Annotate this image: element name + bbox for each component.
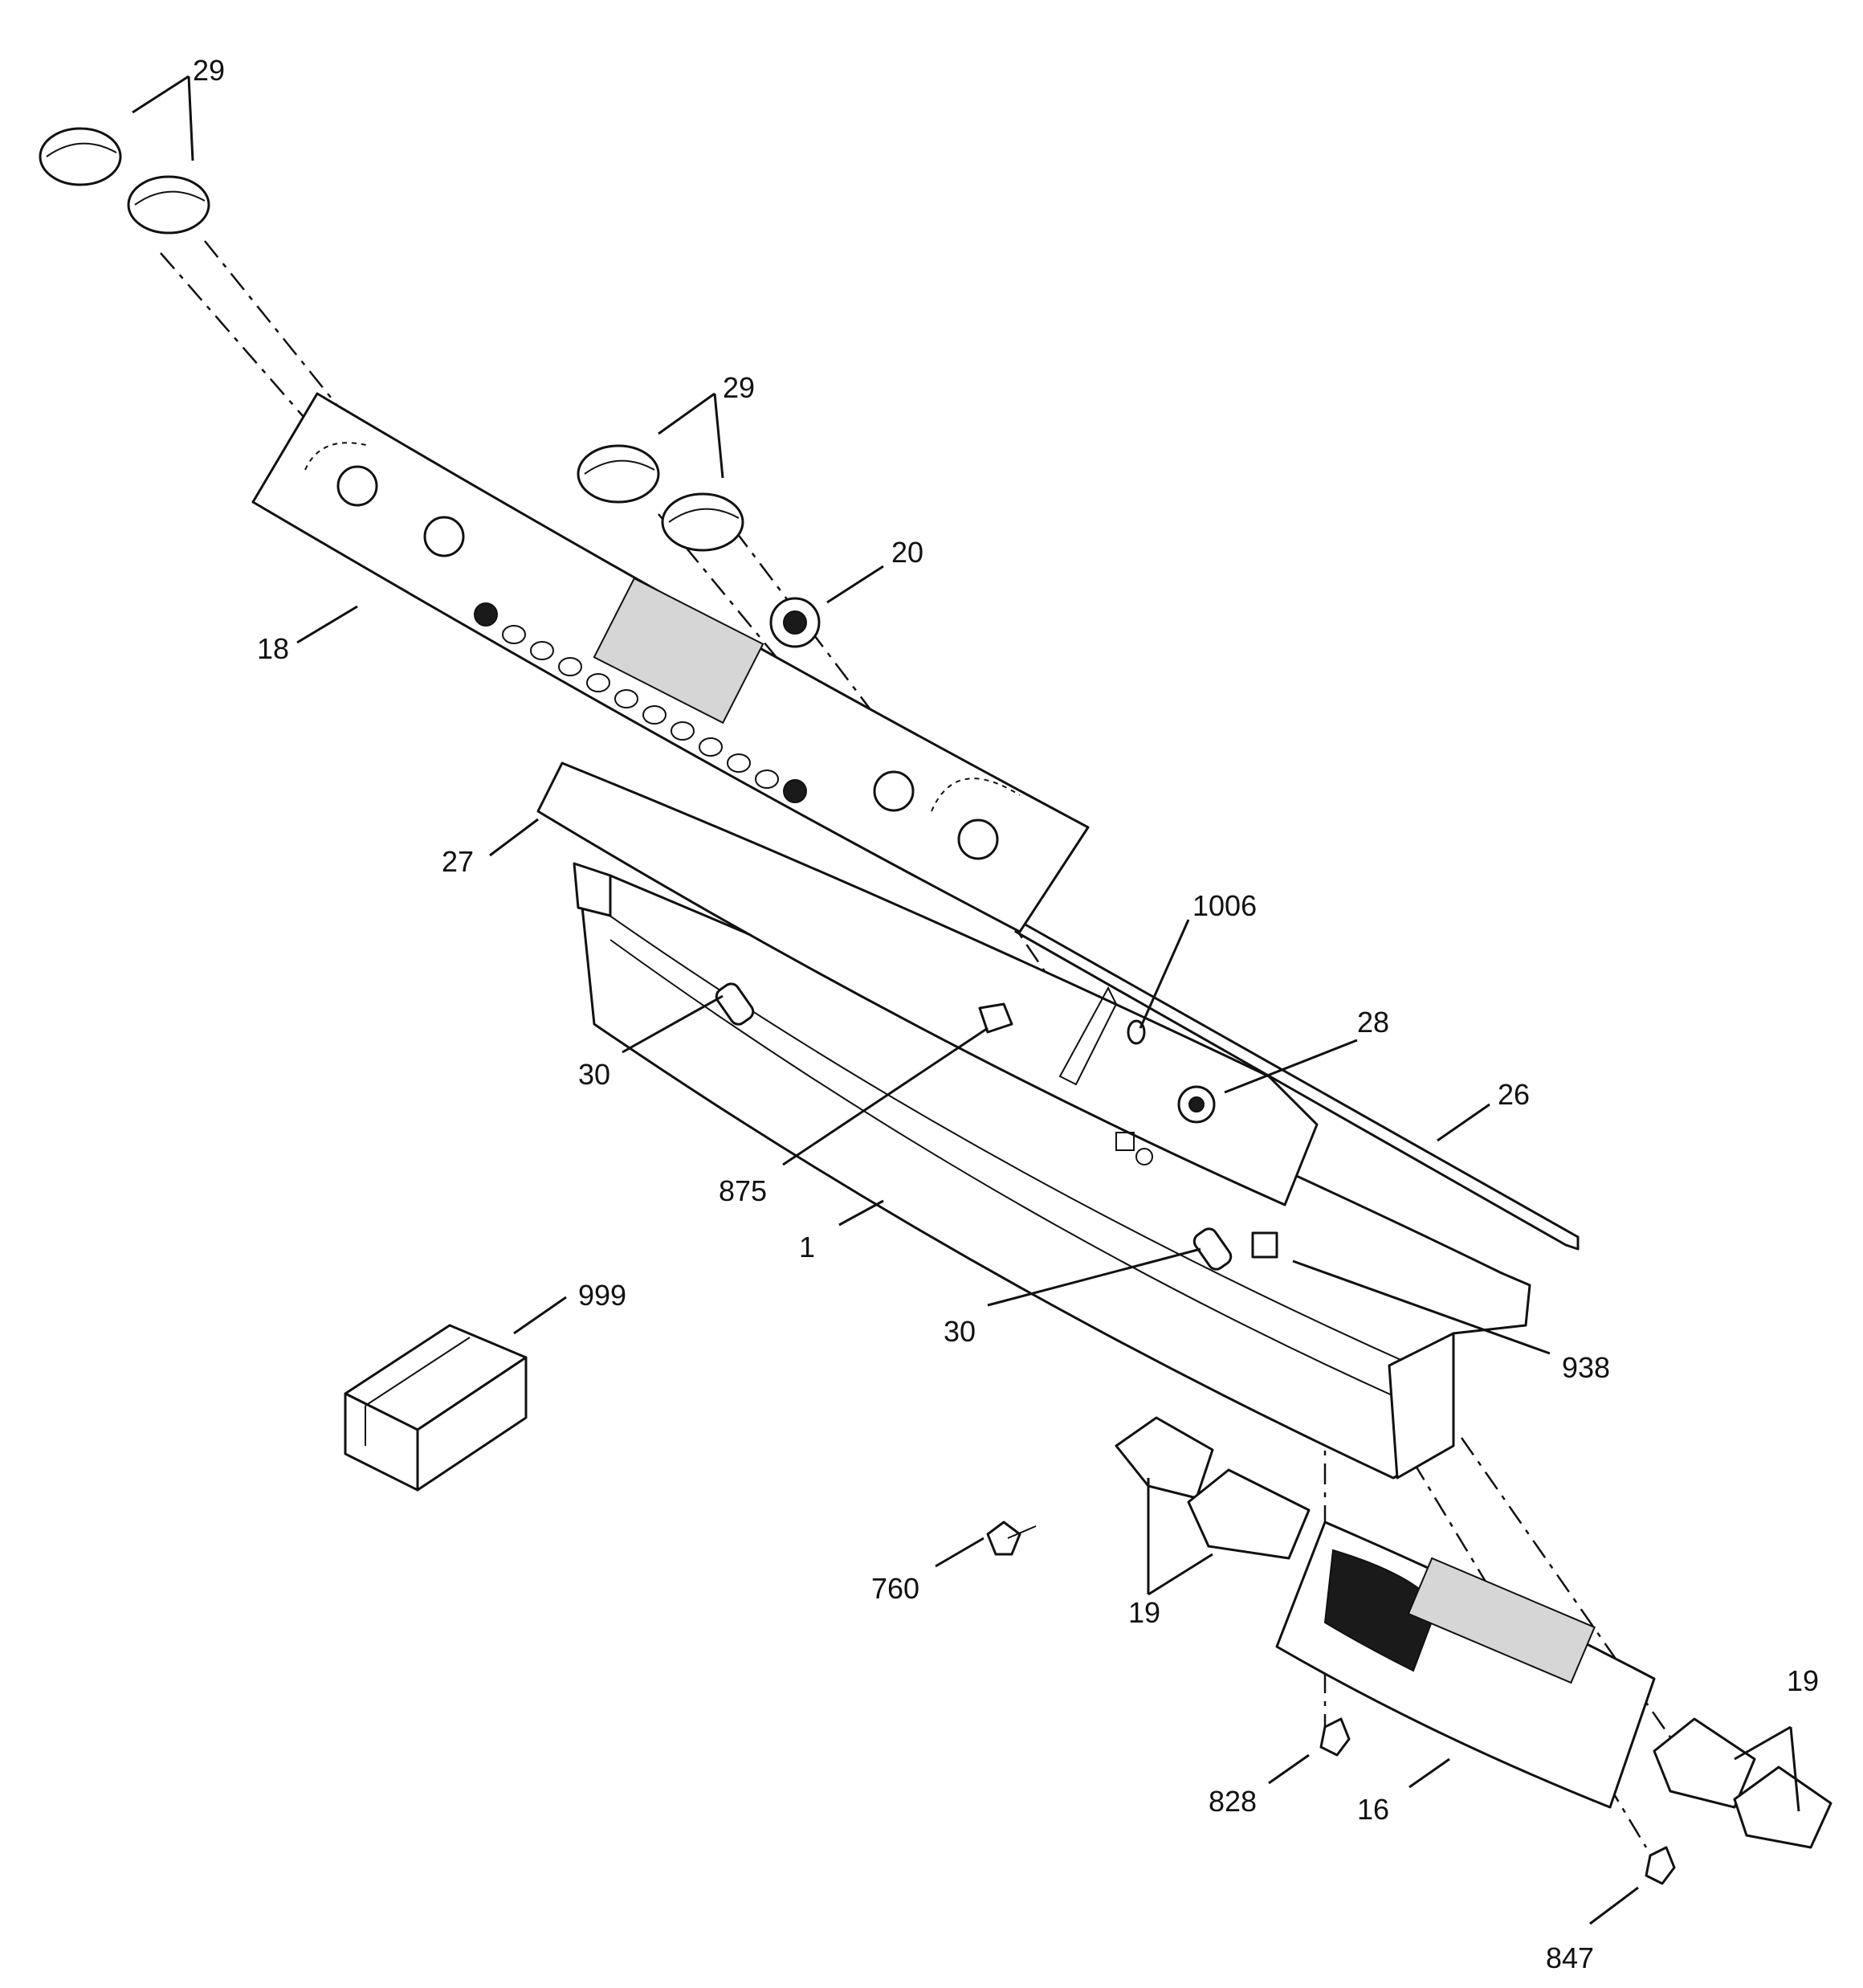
- control-knobs: [39, 127, 744, 552]
- callout-30-lower: 30: [944, 1315, 976, 1348]
- callout-1: 1: [799, 1231, 815, 1263]
- callout-760: 760: [871, 1572, 919, 1605]
- callout-938: 938: [1562, 1351, 1610, 1384]
- callout-29-upper: 29: [193, 54, 225, 87]
- callout-16: 16: [1357, 1793, 1389, 1826]
- hardware: [715, 982, 1676, 1885]
- electronic-control: [1275, 1521, 1656, 1809]
- selector-knob: [769, 597, 821, 648]
- leader-lines: [132, 75, 1800, 1925]
- control-panel: [251, 392, 1090, 933]
- callout-1006: 1006: [1192, 889, 1257, 922]
- main-chassis: [573, 862, 1531, 1480]
- mounting-bracket: [536, 761, 1319, 1206]
- callout-999: 999: [578, 1279, 626, 1312]
- relay-switches: [1115, 1416, 1832, 1849]
- callout-30-upper: 30: [578, 1058, 610, 1091]
- callout-19-center: 19: [1128, 1596, 1160, 1629]
- callout-18: 18: [257, 632, 289, 665]
- keypad-buttons: [474, 602, 807, 803]
- callout-labels: 29 29 20 18 27 1006 28 26 30 875 1 30 93…: [193, 54, 1819, 1974]
- callout-875: 875: [719, 1174, 767, 1207]
- callout-28: 28: [1357, 1006, 1389, 1039]
- callout-19-right: 19: [1787, 1664, 1819, 1697]
- callout-20: 20: [891, 536, 923, 569]
- carton-box: [344, 1324, 528, 1492]
- callout-828: 828: [1209, 1785, 1257, 1818]
- callout-847: 847: [1546, 1941, 1594, 1974]
- callout-27: 27: [442, 845, 474, 878]
- callout-29-middle: 29: [723, 371, 755, 404]
- callout-26: 26: [1498, 1078, 1530, 1111]
